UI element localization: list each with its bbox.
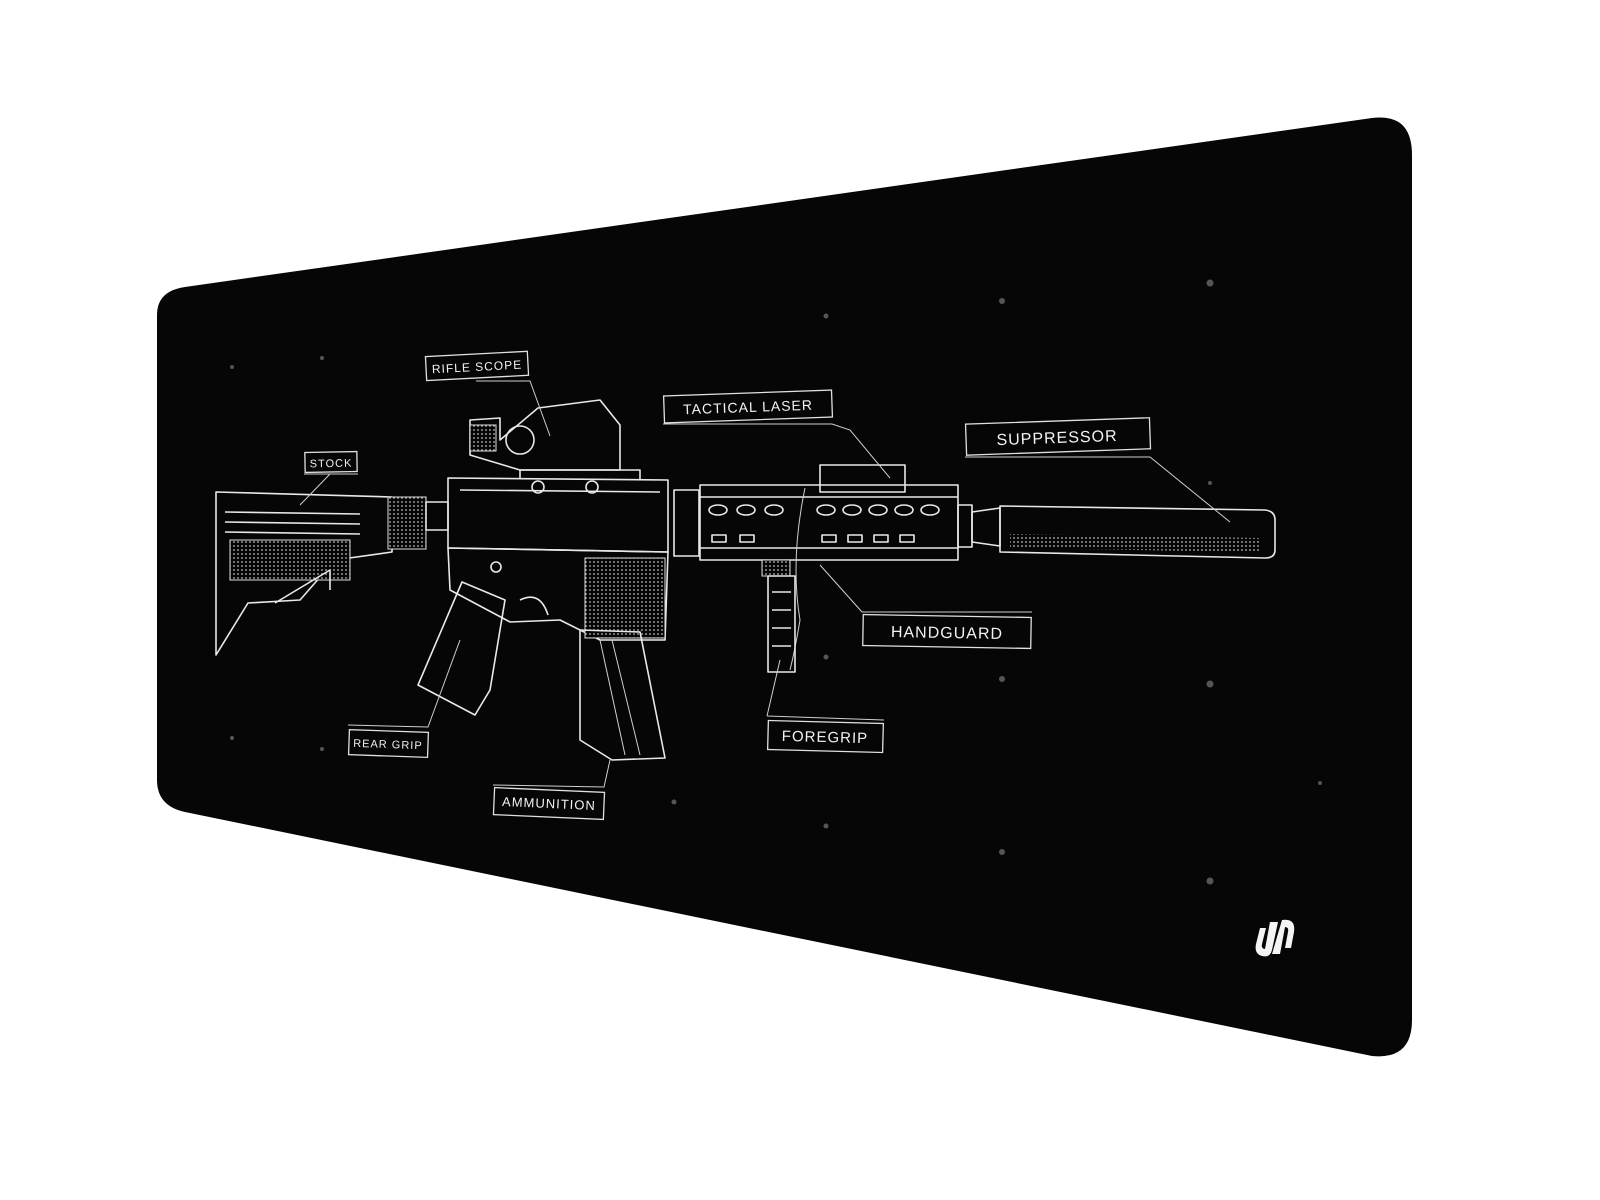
part-labels: RIFLE SCOPE STOCK TACTICAL LASER SUPPRES… <box>304 350 1152 821</box>
label-stock: STOCK <box>304 450 358 474</box>
brand-logo-icon <box>1255 919 1295 957</box>
svg-text:TACTICAL LASER: TACTICAL LASER <box>683 397 813 418</box>
laser-part <box>819 464 906 493</box>
svg-text:REAR GRIP: REAR GRIP <box>353 738 423 752</box>
svg-text:HANDGUARD: HANDGUARD <box>891 624 1003 643</box>
label-ammunition: AMMUNITION <box>492 786 606 821</box>
svg-text:SUPPRESSOR: SUPPRESSOR <box>996 428 1118 449</box>
label-tactical-laser: TACTICAL LASER <box>662 389 834 424</box>
svg-text:FOREGRIP: FOREGRIP <box>782 728 869 747</box>
label-suppressor: SUPPRESSOR <box>964 417 1152 456</box>
svg-text:AMMUNITION: AMMUNITION <box>502 794 596 813</box>
label-foregrip: FOREGRIP <box>766 719 885 754</box>
mat-surface <box>157 117 1412 1057</box>
callout-lines <box>299 380 1231 788</box>
rifle-illustration <box>215 399 1276 761</box>
suppressor-part <box>999 505 1276 559</box>
svg-text:RIFLE SCOPE: RIFLE SCOPE <box>432 358 523 377</box>
handguard-part <box>699 484 959 561</box>
scope-part <box>469 399 621 471</box>
rear-grip-part <box>417 581 506 716</box>
label-rear-grip: REAR GRIP <box>347 728 430 759</box>
label-handguard: HANDGUARD <box>862 613 1032 650</box>
label-rifle-scope: RIFLE SCOPE <box>424 350 530 382</box>
star-dots <box>230 279 1322 885</box>
magazine-part <box>579 629 666 761</box>
foregrip-part <box>767 575 796 673</box>
svg-text:STOCK: STOCK <box>310 458 353 471</box>
